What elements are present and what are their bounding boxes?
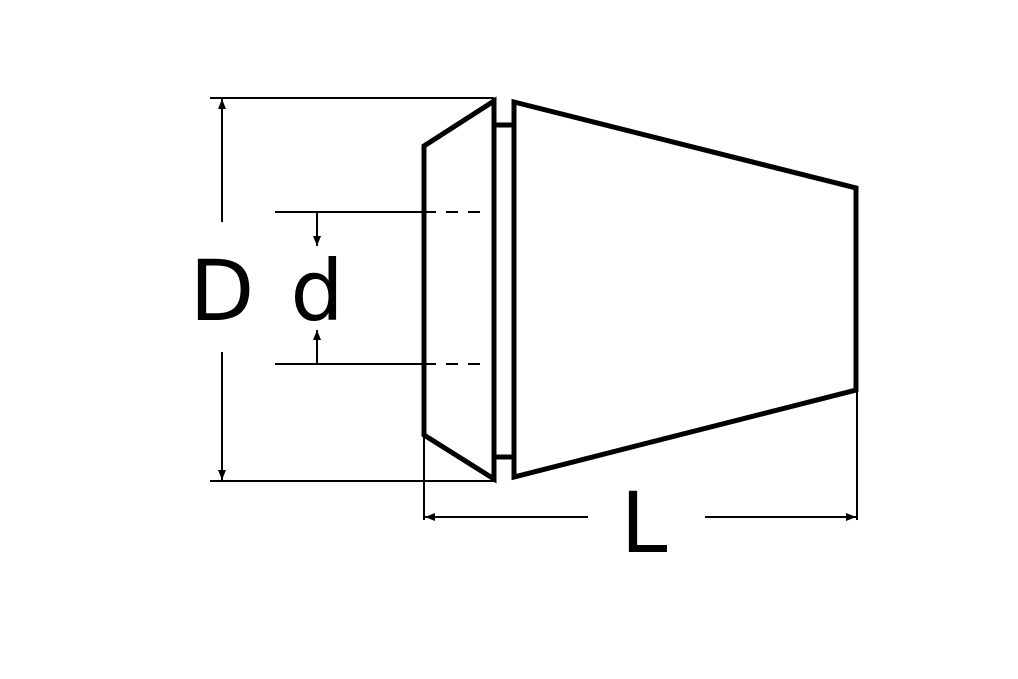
label-d: d bbox=[290, 242, 343, 340]
label-D: D bbox=[190, 242, 255, 340]
dimension-lines bbox=[210, 97, 858, 521]
collet-neck bbox=[494, 122, 514, 460]
collet-front-cone bbox=[421, 96, 497, 484]
collet-outline bbox=[421, 96, 859, 484]
label-L: L bbox=[621, 474, 668, 572]
collet-body-taper bbox=[511, 98, 859, 481]
